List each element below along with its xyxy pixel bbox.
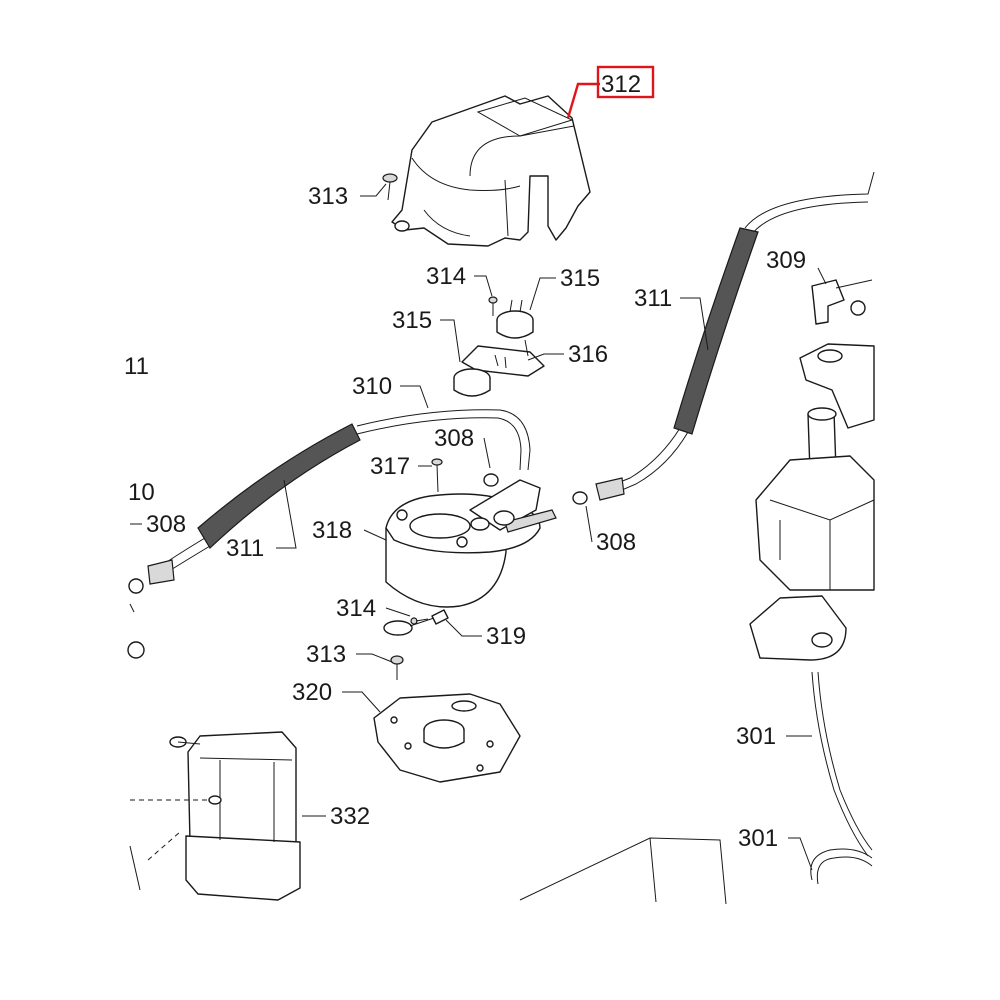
part-308-clip-center[interactable] bbox=[483, 473, 499, 487]
label-301-upper: 301 bbox=[736, 723, 776, 750]
label-320: 320 bbox=[292, 679, 332, 706]
label-311-right: 311 bbox=[634, 285, 672, 312]
leader-lines bbox=[130, 82, 827, 871]
label-317: 317 bbox=[370, 453, 410, 480]
highlight-box-312 bbox=[596, 65, 655, 99]
left-edge-fragments bbox=[127, 603, 145, 659]
drip-tray-outline bbox=[519, 837, 727, 905]
part-319-sensor[interactable] bbox=[383, 609, 449, 636]
label-310: 310 bbox=[352, 373, 392, 400]
label-309: 309 bbox=[766, 247, 806, 274]
part-310-tube-right[interactable] bbox=[604, 171, 875, 497]
label-315-left: 315 bbox=[392, 307, 432, 334]
part-318-boiler[interactable] bbox=[385, 479, 557, 608]
label-301-lower: 301 bbox=[738, 825, 778, 852]
part-314-screw-top[interactable] bbox=[488, 296, 498, 316]
label-316: 316 bbox=[568, 341, 608, 368]
pump-assembly[interactable] bbox=[749, 343, 875, 885]
label-308-right: 308 bbox=[596, 529, 636, 556]
label-edge-10: 10 bbox=[128, 479, 155, 506]
label-313-top: 313 bbox=[308, 183, 348, 210]
label-332: 332 bbox=[330, 803, 370, 830]
part-313-screw-top[interactable] bbox=[382, 173, 398, 201]
part-320-base-plate[interactable] bbox=[373, 693, 521, 783]
label-308-center: 308 bbox=[434, 425, 474, 452]
label-311-left: 311 bbox=[226, 535, 264, 562]
part-312-cover[interactable] bbox=[391, 95, 591, 247]
part-311-sleeve-left[interactable] bbox=[197, 423, 361, 549]
part-309-elbow-fitting[interactable] bbox=[811, 279, 873, 325]
part-308-clip-left[interactable] bbox=[128, 559, 175, 594]
part-311-sleeve-right[interactable] bbox=[673, 227, 759, 435]
label-edge-11: 11 bbox=[124, 353, 149, 380]
part-317-screw[interactable] bbox=[431, 458, 443, 493]
label-314-top: 314 bbox=[426, 263, 466, 290]
label-312: 312 bbox=[601, 71, 641, 98]
label-308-left: 308 bbox=[146, 511, 186, 538]
label-319: 319 bbox=[486, 623, 526, 650]
thermostat-assembly[interactable] bbox=[453, 299, 545, 397]
part-332-tank[interactable] bbox=[129, 731, 301, 901]
label-313-lower: 313 bbox=[306, 641, 346, 668]
part-314-screw-lower[interactable] bbox=[410, 617, 429, 625]
label-314-lower: 314 bbox=[336, 595, 376, 622]
label-318: 318 bbox=[312, 517, 352, 544]
label-315-right: 315 bbox=[560, 265, 600, 292]
part-308-clip-right[interactable] bbox=[572, 477, 625, 505]
part-313-screw-lower[interactable] bbox=[390, 655, 404, 680]
